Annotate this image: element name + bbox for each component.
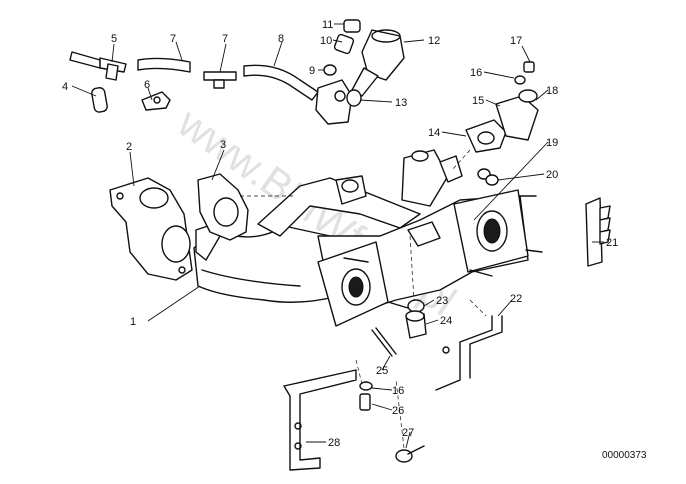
callout-18: 18 (546, 85, 558, 97)
callout-6: 6 (144, 79, 150, 91)
callout-21: 21 (606, 237, 618, 249)
callout-7a: 7 (170, 33, 176, 45)
gasket-3 (197, 173, 249, 241)
callout-2: 2 (126, 141, 132, 153)
callout-27: 27 (402, 427, 414, 439)
callout-1: 1 (130, 316, 136, 328)
hose-7-right (243, 64, 319, 101)
assembly-lines (240, 149, 487, 449)
callout-28: 28 (328, 437, 340, 449)
o-ring-9 (323, 64, 337, 76)
bolt-26 (359, 393, 371, 411)
washer-16-top (514, 75, 526, 85)
valve-housing-13 (315, 79, 362, 125)
callout-9: 9 (309, 65, 315, 77)
callout-13: 13 (395, 97, 407, 109)
plug-24 (405, 310, 427, 339)
gasket-2 (109, 177, 193, 281)
t-connector-8 (203, 71, 237, 89)
callout-14: 14 (428, 127, 440, 139)
callout-5: 5 (111, 33, 117, 45)
leader-lines (71, 23, 604, 449)
callout-10: 10 (320, 35, 332, 47)
callout-20: 20 (546, 169, 558, 181)
bracket-21 (585, 197, 611, 267)
callout-7b: 8 (278, 33, 284, 45)
washer-16-bottom (359, 381, 373, 391)
callout-25: 25 (376, 365, 388, 377)
callout-17: 17 (510, 35, 522, 47)
callout-22: 22 (510, 293, 522, 305)
hose-part-4 (91, 87, 108, 113)
filter-10 (333, 33, 355, 55)
callout-23: 23 (436, 295, 448, 307)
intake-manifold-1 (193, 149, 543, 327)
stud-25 (371, 327, 397, 357)
callout-4: 4 (62, 81, 68, 93)
callout-8: 7 (222, 33, 228, 45)
callout-11: 11 (322, 19, 333, 31)
callout-19: 19 (546, 137, 558, 149)
valve-body-12 (351, 29, 405, 97)
callouts: 1 2 3 4 5 6 7 7 8 9 10 11 12 13 14 15 16… (62, 19, 618, 449)
bolt-27 (395, 445, 425, 463)
callout-3: 3 (220, 139, 226, 151)
t-connector-5 (69, 51, 127, 81)
bracket-28 (283, 369, 357, 471)
screw-17 (523, 61, 535, 73)
callout-15: 15 (472, 95, 484, 107)
cap-11 (343, 19, 361, 33)
callout-16: 16 (470, 67, 482, 79)
flange-gasket-14 (465, 119, 507, 153)
bracket-22 (435, 315, 503, 391)
diagram-id-label: 00000373 (602, 450, 647, 461)
hose-7-left (137, 57, 191, 73)
callout-24: 24 (440, 315, 452, 327)
clip-6 (141, 91, 171, 111)
nut-20 (485, 174, 499, 186)
callout-12: 12 (428, 35, 440, 47)
elbow-15 (495, 89, 539, 141)
callout-26: 26 (392, 405, 404, 417)
callout-16b: 16 (392, 385, 404, 397)
